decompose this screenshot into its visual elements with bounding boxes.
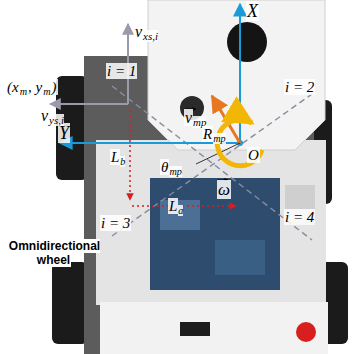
axis-label: X: [246, 2, 259, 20]
subscript: m: [20, 86, 27, 97]
symbol-text: (x: [6, 79, 20, 95]
velocity-arrow: [50, 103, 128, 105]
point-label: (xm, ym): [6, 80, 58, 97]
chip: [160, 200, 200, 230]
subscript: mp: [213, 133, 225, 144]
symbol-text: R: [202, 126, 213, 142]
wheel-label: Omnidirectional wheel: [4, 240, 104, 268]
symbol-text: v: [184, 109, 193, 126]
subscript: ys,i: [49, 114, 64, 126]
symbol-text: v: [40, 107, 49, 124]
velocity-label: vxs,i: [134, 24, 158, 42]
symbol-text: i = 1: [106, 63, 137, 79]
stop-button: [296, 322, 316, 342]
symbol-text: , y: [27, 79, 43, 95]
symbol-text: θ: [160, 159, 169, 175]
dimension-line: [129, 110, 131, 200]
wheel-index: i = 4: [284, 210, 315, 225]
bottom-plate: [100, 302, 328, 354]
dimension-line: [132, 205, 236, 207]
symbol-text: Y: [58, 123, 70, 143]
sensor: [227, 22, 267, 62]
angular-velocity-label: ω: [217, 181, 231, 198]
radius-label: Rmp: [202, 127, 226, 144]
axis-label: Y: [58, 124, 70, 142]
symbol-text: L: [110, 149, 120, 165]
symbol-text: i = 3: [100, 215, 131, 231]
angle-label: θmp: [160, 160, 182, 177]
velocity-label: vys,i: [40, 108, 64, 126]
wheel-diagonal: [112, 94, 312, 236]
symbol-text: ω: [217, 180, 231, 199]
subscript: mp: [169, 166, 181, 177]
symbol-text: i = 4: [284, 209, 315, 225]
symbol-text: X: [246, 1, 259, 21]
subscript: xs,i: [143, 30, 158, 42]
subscript: b: [120, 156, 125, 167]
chip: [215, 240, 265, 275]
wheel-index: i = 3: [100, 216, 131, 231]
wheel-index: i = 2: [284, 80, 315, 95]
symbol-text: L: [168, 198, 178, 214]
connector-block: [285, 185, 315, 225]
symbol-text: Omnidirectional wheel: [8, 239, 100, 267]
wheel-index: i = 1: [106, 64, 137, 79]
wheel: [56, 76, 88, 180]
subscript: m: [43, 86, 50, 97]
wheel: [52, 262, 88, 344]
top-plate: [148, 0, 325, 150]
subscript: a: [178, 205, 183, 216]
symbol-text: i = 2: [284, 79, 315, 95]
symbol-text: v: [134, 23, 143, 40]
wheel-diagonal: [112, 86, 312, 240]
middle-plate: [96, 140, 326, 305]
dimension-label: Lb: [110, 150, 125, 167]
symbol-text: O: [247, 147, 260, 163]
switch: [180, 322, 210, 336]
dimension-label: La: [168, 199, 183, 216]
symbol-text: ): [51, 79, 58, 95]
origin-label: O: [247, 148, 260, 163]
